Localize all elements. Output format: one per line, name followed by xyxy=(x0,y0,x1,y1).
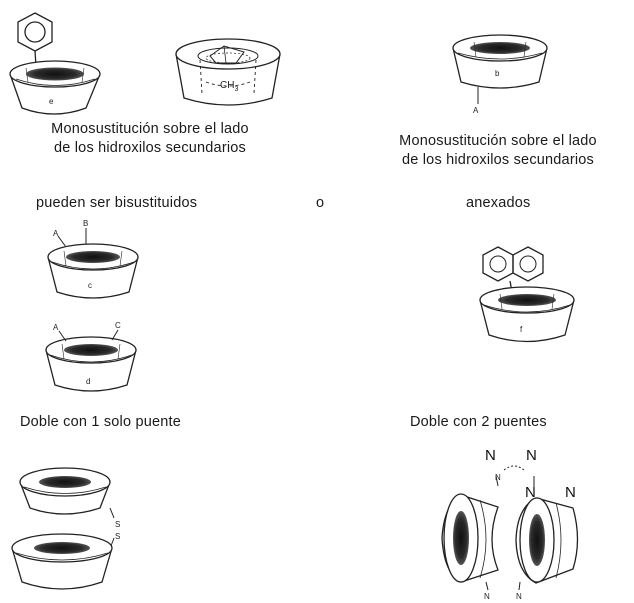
cup-c-label: c xyxy=(88,281,92,290)
cup-d-label: d xyxy=(86,377,90,386)
double-cup-two-bridges xyxy=(442,466,578,590)
cup-f-with-naphthalene xyxy=(480,247,574,342)
bridge-sulfur-1: S xyxy=(115,520,120,529)
cup-d-bisubstituted xyxy=(46,330,136,391)
nitrogen-mid-right: N xyxy=(565,484,576,501)
cup-c-bisubstituted xyxy=(48,228,138,298)
cup-c-substituent-a: A xyxy=(53,229,59,238)
cup-b xyxy=(453,35,547,104)
nitrogen-mid-left: N xyxy=(525,484,536,501)
cup-b-label: b xyxy=(495,69,500,78)
cup-d-substituent-c: C xyxy=(115,321,121,330)
bridge-sulfur-2: S xyxy=(115,532,120,541)
naphthalene-ring-left-icon xyxy=(483,247,513,281)
cup-d-substituent-a: A xyxy=(53,323,59,332)
cup-e-label: e xyxy=(49,97,54,106)
double-cup-one-bridge xyxy=(12,468,114,589)
benzene-ring-icon xyxy=(18,13,52,51)
naphthalene-ring-right-icon xyxy=(513,247,543,281)
nitrogen-small-bottom-left: N xyxy=(484,592,490,601)
cup-c-substituent-b: B xyxy=(83,219,88,228)
nitrogen-small-top: N xyxy=(495,473,501,482)
cup-e-with-benzene xyxy=(10,13,100,114)
cup-with-methyl-inclusion xyxy=(176,39,280,105)
cup-b-substituent-a: A xyxy=(473,106,479,115)
nitrogen-top-right: N xyxy=(526,447,537,464)
nitrogen-top-left: N xyxy=(485,447,496,464)
nitrogen-small-bottom-right: N xyxy=(516,592,522,601)
